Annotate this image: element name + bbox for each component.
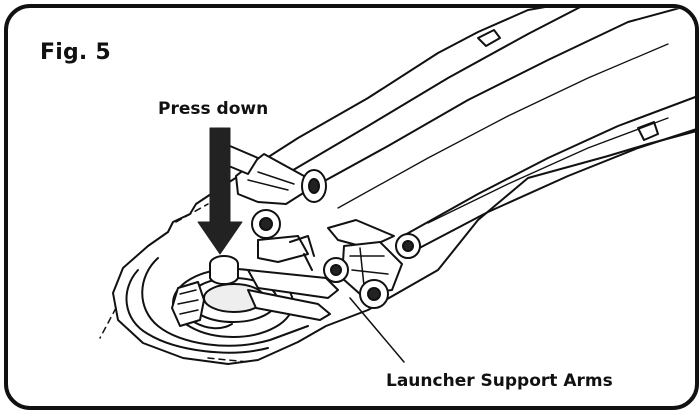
track-tab-2 [637, 121, 659, 141]
launcher-icon [171, 235, 339, 338]
car-lower-detail [349, 247, 389, 287]
track-lane-lower-left [402, 96, 695, 237]
launcher-clamp [171, 281, 205, 327]
figure-frame: Fig. 5 Press down Launcher Support Arms [4, 4, 699, 410]
launcher-button-body [209, 263, 239, 285]
launcher-arm-rail [257, 235, 309, 263]
launcher-clamp-detail [177, 289, 199, 315]
press-down-label: Press down [158, 99, 269, 119]
track-lane-divider-2 [427, 117, 669, 224]
track-lane-upper-left [282, 8, 581, 177]
car-upper-detail [247, 171, 295, 191]
car-upper-wheel-1-hub [308, 178, 320, 194]
track-dash-2 [99, 307, 117, 339]
launcher-arm-2 [247, 289, 331, 321]
launcher-support-arms-label: Launcher Support Arms [386, 371, 613, 391]
figure-title: Fig. 5 [40, 40, 111, 65]
track-lane-divider [337, 43, 669, 209]
car-upper-wheel-2-hub [259, 217, 273, 231]
launcher-clamp-bar [193, 321, 233, 330]
support-arms-leader-line [349, 297, 405, 363]
track-dash-3 [207, 357, 249, 363]
track-lane-upper-right [307, 8, 684, 191]
track-illustration [99, 8, 695, 365]
launcher-arm-bracket [289, 235, 315, 271]
track-lane-lower-right [407, 128, 695, 255]
car-icon [323, 219, 421, 309]
track-tab-1 [477, 29, 501, 47]
down-arrow-icon [197, 127, 243, 255]
track-dash-1 [175, 203, 209, 223]
car-upper-body [235, 153, 309, 205]
car-lower-wheel-2-hub [330, 264, 342, 276]
car-lower-wheel-3-hub [367, 287, 381, 301]
car-icon [223, 145, 327, 239]
track-base-rim [125, 269, 269, 354]
car-lower-wheel-1-hub [402, 240, 414, 252]
launcher-arm-1 [247, 269, 339, 299]
track-base-inner [141, 257, 309, 347]
